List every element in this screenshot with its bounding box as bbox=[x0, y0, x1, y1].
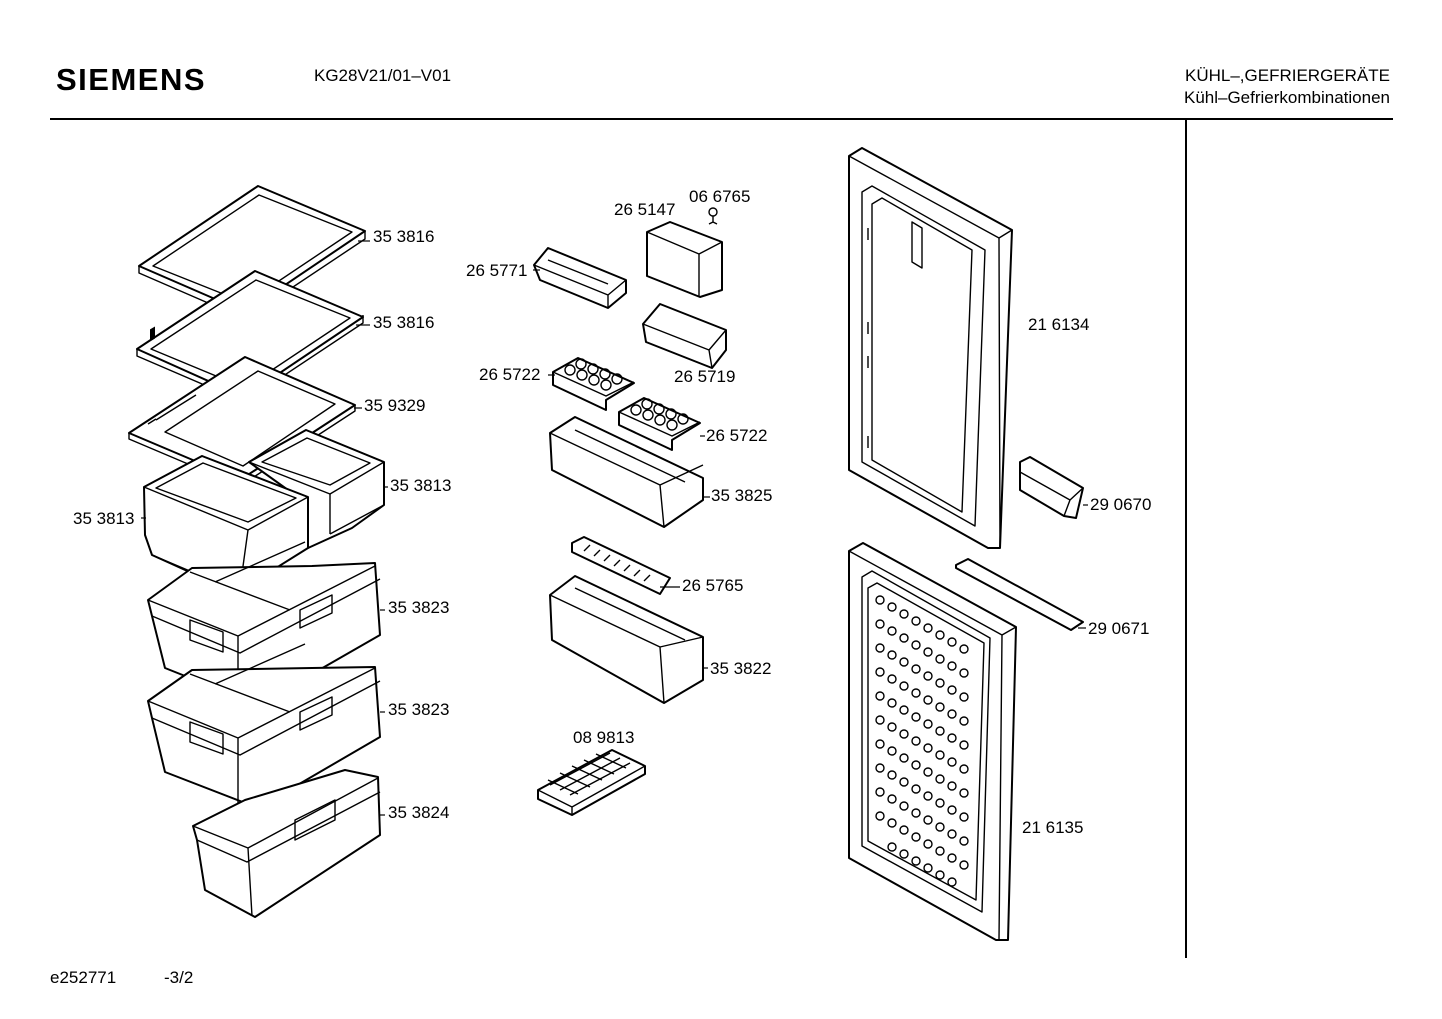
small-tray bbox=[533, 247, 627, 309]
part-label-hinge-rail-upper: 29 0670 bbox=[1090, 495, 1151, 514]
butter-lid bbox=[646, 221, 723, 298]
part-label-door-shelf-upper: 35 3825 bbox=[711, 486, 772, 505]
hinge-rail-upper bbox=[1019, 456, 1084, 519]
part-label-small-tray: 26 5771 bbox=[466, 261, 527, 280]
part-label-shelf-lower: 35 9329 bbox=[364, 396, 425, 415]
document-id: e252771 bbox=[50, 968, 117, 987]
part-label-shelf-upper: 35 3816 bbox=[373, 227, 434, 246]
part-label-door-shelf-lower: 35 3822 bbox=[710, 659, 771, 678]
door-shelf-upper bbox=[549, 416, 704, 528]
ice-cube-tray bbox=[537, 749, 646, 816]
category-title: KÜHL–,GEFRIERGERÄTE bbox=[1185, 66, 1390, 85]
part-label-butter-tray: 26 5719 bbox=[674, 367, 735, 386]
bottle-retainer bbox=[571, 536, 671, 595]
drawer-bottom bbox=[192, 769, 381, 918]
screw bbox=[708, 207, 718, 225]
butter-tray bbox=[642, 303, 727, 369]
door-shelf-lower bbox=[549, 575, 704, 704]
fridge-door-panel bbox=[848, 147, 1013, 549]
part-label-egg-tray-right: 26 5722 bbox=[706, 426, 767, 445]
part-label-drawer-bottom: 35 3824 bbox=[388, 803, 449, 822]
crisper-right bbox=[248, 429, 385, 549]
part-label-fridge-door: 21 6134 bbox=[1028, 315, 1089, 334]
part-label-bottle-retainer: 26 5765 bbox=[682, 576, 743, 595]
leader-lines bbox=[141, 240, 1088, 816]
egg-tray-right bbox=[618, 397, 701, 451]
part-label-screw: 06 6765 bbox=[689, 187, 750, 206]
part-label-drawer-upper: 35 3823 bbox=[388, 598, 449, 617]
part-label-butter-lid: 26 5147 bbox=[614, 200, 675, 219]
page-number: -3/2 bbox=[164, 968, 194, 987]
brand-logo: SIEMENS bbox=[56, 62, 207, 97]
hinge-rail-lower bbox=[955, 558, 1084, 631]
egg-tray-left bbox=[552, 357, 635, 411]
category-subtitle: Kühl–Gefrierkombinationen bbox=[1183, 88, 1390, 107]
part-label-freezer-door: 21 6135 bbox=[1022, 818, 1083, 837]
model-number: KG28V21/01–V01 bbox=[314, 66, 452, 85]
part-label-shelf-middle: 35 3816 bbox=[373, 313, 434, 332]
part-label-crisper-right: 35 3813 bbox=[390, 476, 451, 495]
freezer-door-panel bbox=[848, 542, 1017, 941]
part-label-ice-cube-tray: 08 9813 bbox=[573, 728, 634, 747]
part-label-hinge-rail-lower: 29 0671 bbox=[1088, 619, 1149, 638]
part-label-crisper-left: 35 3813 bbox=[73, 509, 134, 528]
part-label-drawer-middle: 35 3823 bbox=[388, 700, 449, 719]
part-label-egg-tray-left: 26 5722 bbox=[479, 365, 540, 384]
drawer-middle bbox=[147, 643, 381, 809]
